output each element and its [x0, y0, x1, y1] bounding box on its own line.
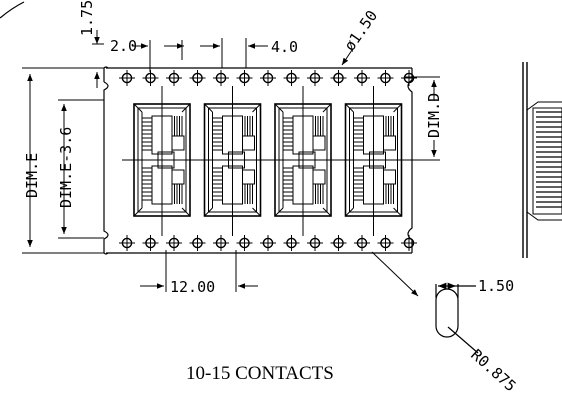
sprocket-hole: [189, 235, 206, 251]
sprocket-hole: [260, 235, 276, 251]
sprocket-hole: [236, 235, 253, 251]
sprocket-hole: [142, 235, 159, 251]
edge-to-hole-label: 2.0: [110, 37, 137, 55]
sprocket-hole: [307, 235, 323, 251]
hole-offset-label: 1.75: [78, 0, 96, 36]
hole-pitch-dimension: [200, 38, 268, 68]
sprocket-hole: [401, 70, 417, 86]
sprocket-hole: [330, 235, 347, 251]
dim-e-minus-dimension: [58, 99, 104, 239]
dim-e-minus-label: DIM.E-3.6: [57, 127, 75, 208]
sprocket-hole: [354, 235, 370, 251]
sprocket-hole: [260, 70, 276, 86]
dim-e-label: DIM.E: [23, 153, 41, 198]
hole-offset-dimension: [92, 30, 104, 88]
sprocket-hole: [166, 235, 182, 251]
sprocket-hole: [401, 235, 417, 251]
sprocket-hole: [213, 235, 229, 251]
pocket-pitch-label: 12.00: [170, 278, 215, 296]
slot-detail: [435, 282, 479, 354]
sprocket-hole: [377, 70, 394, 86]
sprocket-hole: [119, 70, 135, 86]
sprocket-hole: [236, 70, 253, 86]
hole-diameter-leader: [341, 49, 353, 66]
sprocket-hole: [189, 70, 206, 86]
slot-radius-label: R0.875: [467, 346, 519, 396]
component-pockets: [133, 86, 403, 236]
dim-e-dimension: [22, 67, 104, 254]
hole-diameter-label: ø1.50: [341, 7, 382, 54]
sprocket-hole: [283, 70, 300, 86]
pocket: [133, 86, 191, 236]
dim-d-label-box: [426, 100, 442, 140]
sprocket-hole: [307, 70, 323, 86]
pocket: [344, 86, 403, 236]
corner-arc: [0, 1, 25, 19]
sprocket-hole: [354, 70, 370, 86]
sprocket-hole: [142, 70, 159, 86]
sprocket-hole: [377, 235, 394, 251]
sprocket-hole: [119, 235, 135, 251]
detail-leader: [371, 251, 419, 297]
caption: 10-15 CONTACTS: [186, 363, 334, 384]
carrier-tape-outline: [103, 66, 413, 255]
side-view: [522, 62, 562, 258]
sprocket-hole: [330, 70, 347, 86]
sprocket-hole: [213, 70, 229, 86]
sprocket-hole-rows: [119, 70, 417, 251]
pocket: [274, 86, 332, 236]
sprocket-hole: [166, 70, 182, 86]
hole-pitch-label: 4.0: [271, 38, 298, 56]
pocket: [203, 86, 262, 236]
edge-to-hole-dimension: [132, 40, 184, 72]
pocket-pitch-dimension: [140, 250, 258, 292]
sprocket-hole: [283, 235, 300, 251]
slot-width-label: 1.50: [478, 277, 514, 295]
dim-d-label: DIM.D: [425, 93, 443, 138]
